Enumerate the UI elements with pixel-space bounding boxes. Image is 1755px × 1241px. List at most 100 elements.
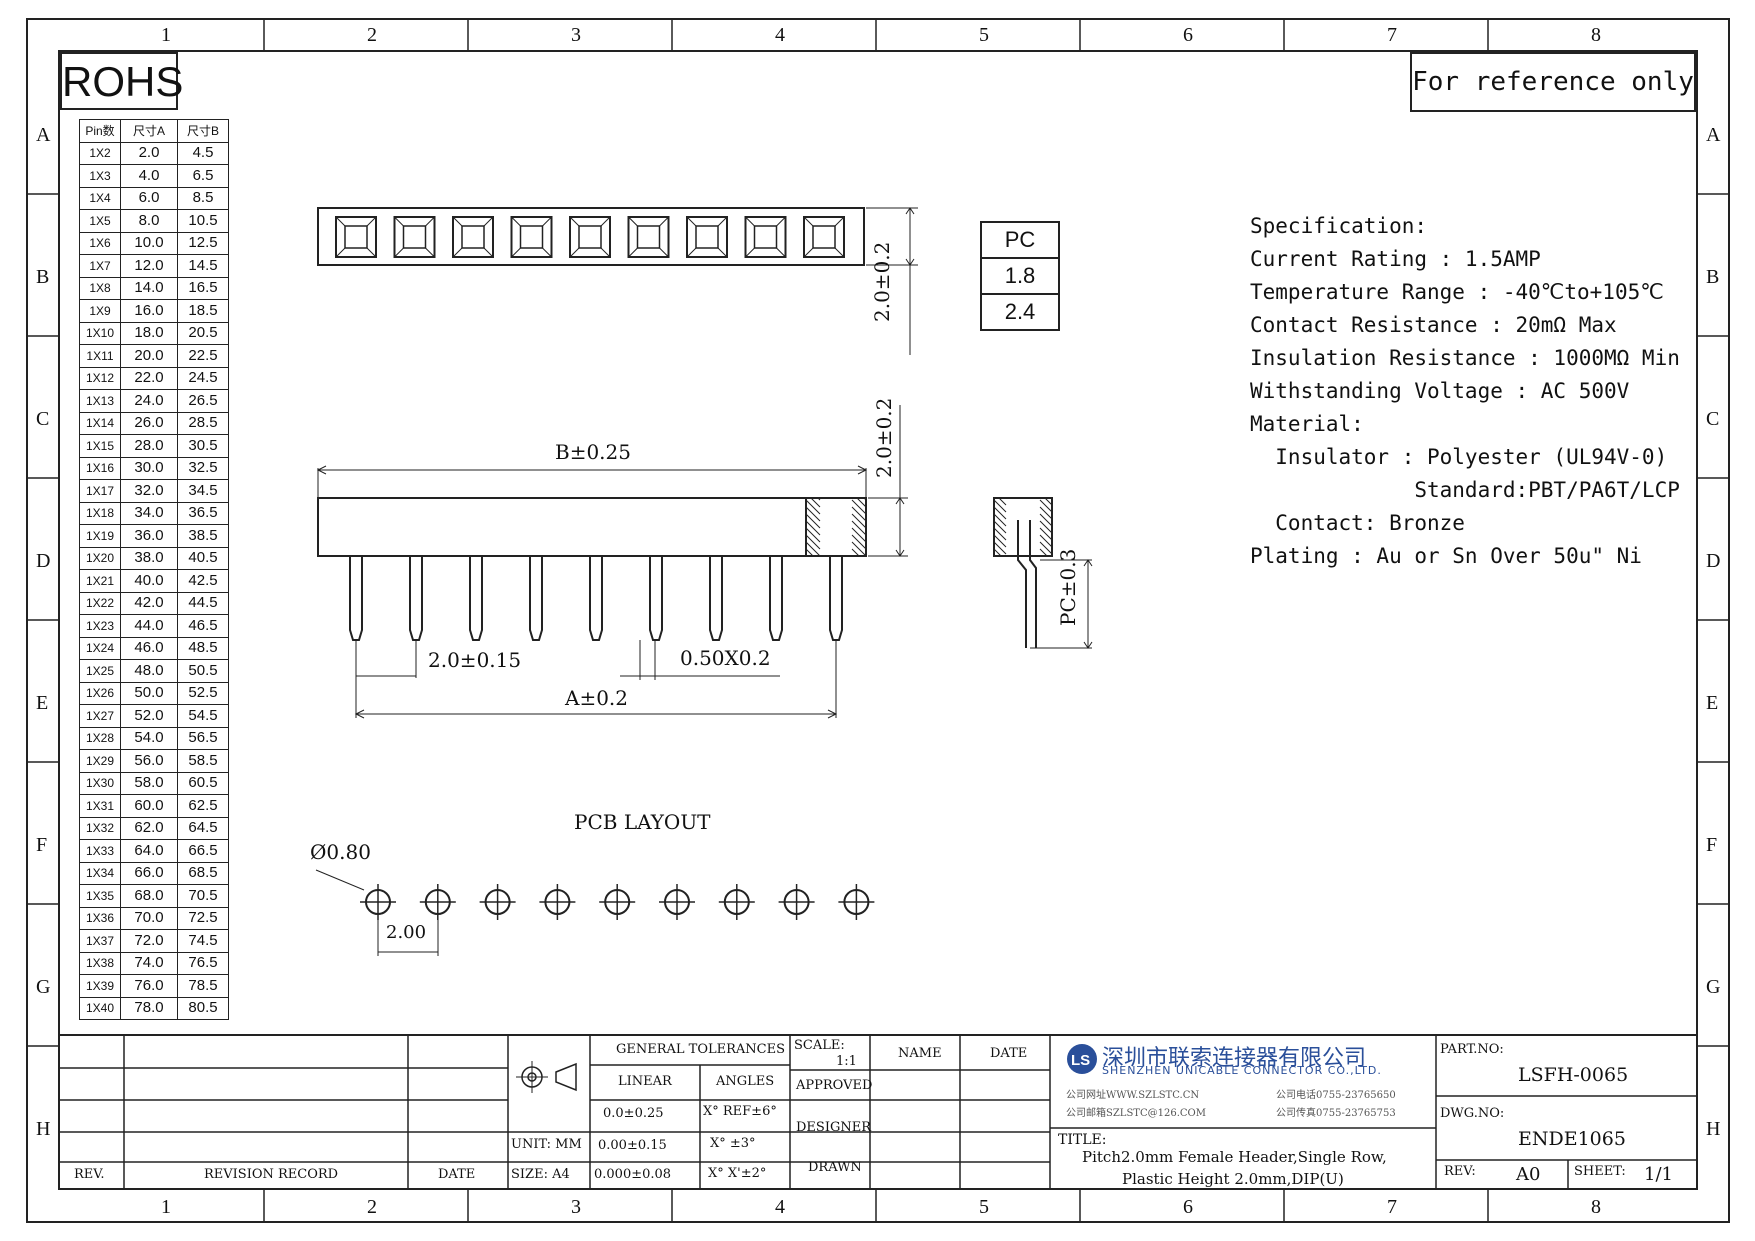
dim-b-cell: 70.5	[177, 884, 229, 908]
front-view-pin	[409, 556, 423, 641]
top-view-contact-chamfer	[483, 247, 494, 258]
rev-header: REV.	[74, 1167, 105, 1182]
front-view-housing	[317, 497, 867, 557]
top-view-contact-inner	[519, 225, 544, 249]
pin-count-cell: 1X28	[79, 726, 121, 750]
zone-row-left: E	[36, 692, 49, 714]
zone-column-top: 4	[775, 24, 785, 46]
zone-column-top: 6	[1183, 24, 1193, 46]
section-hatch	[805, 527, 821, 543]
dim-b-cell: 38.5	[177, 524, 229, 548]
pc-table: PC 1.8 2.4	[980, 221, 1060, 331]
section-hatch	[851, 527, 867, 543]
dim-a-cell: 8.0	[120, 209, 178, 233]
unit-label: UNIT: MM	[511, 1137, 582, 1152]
top-view-contact-chamfer	[659, 216, 669, 227]
linear-tol-3: 0.000±0.08	[594, 1167, 672, 1182]
pin-count-cell: 1X30	[79, 771, 121, 795]
company-fax: 公司传真0755-23765753	[1276, 1108, 1396, 1119]
top-view-contact-chamfer	[628, 247, 638, 258]
side-hatch	[993, 499, 1007, 513]
company-name-cn: 深圳市联索连接器有限公司	[1102, 1046, 1367, 1071]
specification-block: Specification: Current Rating : 1.5AMP Tem…	[1250, 210, 1680, 573]
side-hatch	[1039, 527, 1053, 541]
pcb-layout-title: PCB LAYOUT	[574, 810, 711, 834]
hole-diameter: Ø0.80	[310, 840, 371, 864]
dim-b-cell: 54.5	[177, 704, 229, 728]
sheet-value: 1/1	[1644, 1164, 1673, 1185]
front-view-pin	[709, 556, 723, 641]
top-view-contact-chamfer	[335, 247, 346, 258]
top-view-contact-chamfer	[776, 216, 786, 227]
top-view-contact-chamfer	[776, 247, 786, 258]
part-no: LSFH-0065	[1518, 1064, 1629, 1086]
zone-row-left: B	[36, 266, 50, 288]
side-hatch	[1039, 541, 1053, 555]
dim-a-cell: 60.0	[120, 794, 178, 818]
section-hatch	[856, 497, 867, 508]
top-view-contact-chamfer	[425, 216, 435, 227]
side-hatch	[1039, 520, 1053, 534]
pc-value-1: 1.8	[982, 257, 1058, 293]
top-view-contact-inner	[578, 225, 602, 249]
section-hatch	[805, 499, 821, 515]
zone-row-left: A	[36, 124, 51, 146]
part-no-label: PART.NO:	[1440, 1042, 1504, 1057]
dim-b-cell: 28.5	[177, 411, 229, 435]
dim-b-cell: 80.5	[177, 996, 229, 1020]
dim-b-cell: 10.5	[177, 209, 229, 233]
side-hatch	[1044, 497, 1053, 506]
pc-header: PC	[1004, 227, 1036, 252]
company-email: 公司邮箱SZLSTC@126.COM	[1066, 1108, 1206, 1119]
zone-row-left: D	[36, 550, 51, 572]
pin-count-cell: 1X11	[79, 344, 121, 368]
zone-column-top: 7	[1387, 24, 1397, 46]
dim-b-cell: 40.5	[177, 546, 229, 570]
top-view-contact	[452, 216, 494, 258]
spec-line: Insulation Resistance : 1000MΩ Min	[1250, 346, 1680, 370]
zone-column-top: 2	[367, 24, 377, 46]
angle-tol-3: X° X'±2°	[708, 1166, 767, 1181]
spec-line: Temperature Range : -40℃to+105℃	[1250, 280, 1664, 304]
linear-tol-1: 0.0±0.25	[603, 1106, 664, 1121]
top-view-contact	[686, 216, 728, 258]
dim-b-cell: 62.5	[177, 794, 229, 818]
top-view-contact-chamfer	[425, 247, 435, 258]
angles-header: ANGLES	[716, 1074, 775, 1089]
dim-b-cell: 52.5	[177, 681, 229, 705]
dim-b-cell: 20.5	[177, 321, 229, 345]
dwg-no: ENDE1065	[1518, 1128, 1626, 1150]
spec-line: Specification:	[1250, 214, 1428, 238]
spec-line: Current Rating : 1.5AMP	[1250, 247, 1541, 271]
zone-row-right: F	[1706, 834, 1718, 856]
top-view-contact-inner	[402, 225, 427, 249]
pin-count-cell: 1X38	[79, 951, 121, 975]
front-view-pin	[469, 556, 483, 641]
top-view-contact-chamfer	[834, 216, 845, 227]
top-view-housing	[317, 207, 865, 266]
reference-note: For reference only	[1410, 52, 1696, 112]
top-view-contact-chamfer	[511, 216, 521, 227]
top-view-contact-chamfer	[394, 216, 404, 227]
pin-count-cell: 1X8	[79, 276, 121, 300]
zone-column-bottom: 1	[161, 1196, 171, 1218]
pin-count-cell: 1X35	[79, 884, 121, 908]
zone-row-right: C	[1706, 408, 1720, 430]
